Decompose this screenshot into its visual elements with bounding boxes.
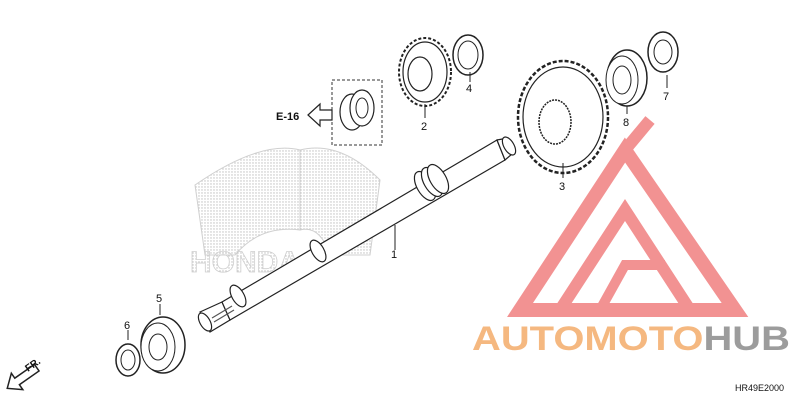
reference-arrow-icon xyxy=(307,102,333,128)
brand-watermark-part1: AUTOMOTO xyxy=(472,320,703,358)
callout-part-7: 7 xyxy=(663,91,669,103)
callout-part-5: 5 xyxy=(156,293,162,305)
triangle-logo-watermark xyxy=(507,116,749,317)
bearing-5 xyxy=(140,316,186,374)
gear-2 xyxy=(398,37,452,107)
seal-6 xyxy=(115,343,141,377)
callout-part-8: 8 xyxy=(623,117,629,129)
honda-emblem-watermark: HONDA xyxy=(190,147,381,279)
main-shaft xyxy=(197,136,517,333)
leader-lines xyxy=(127,72,668,340)
gear-3 xyxy=(516,59,610,175)
washer-4 xyxy=(452,34,484,76)
bearing-8 xyxy=(605,49,648,107)
callout-part-3: 3 xyxy=(559,181,565,193)
brand-watermark-part2: HUB xyxy=(703,320,790,358)
seal-7 xyxy=(647,31,679,73)
callout-part-2: 2 xyxy=(421,121,427,133)
honda-emblem-text: HONDA xyxy=(190,246,300,279)
callout-part-4: 4 xyxy=(466,83,472,95)
reference-part-box xyxy=(331,79,383,146)
direction-arrow-icon xyxy=(6,363,41,391)
reference-label: E-16 xyxy=(276,111,299,123)
callout-part-6: 6 xyxy=(124,320,130,332)
diagram-code: HR49E2000 xyxy=(735,383,784,393)
callout-part-1: 1 xyxy=(391,249,397,261)
